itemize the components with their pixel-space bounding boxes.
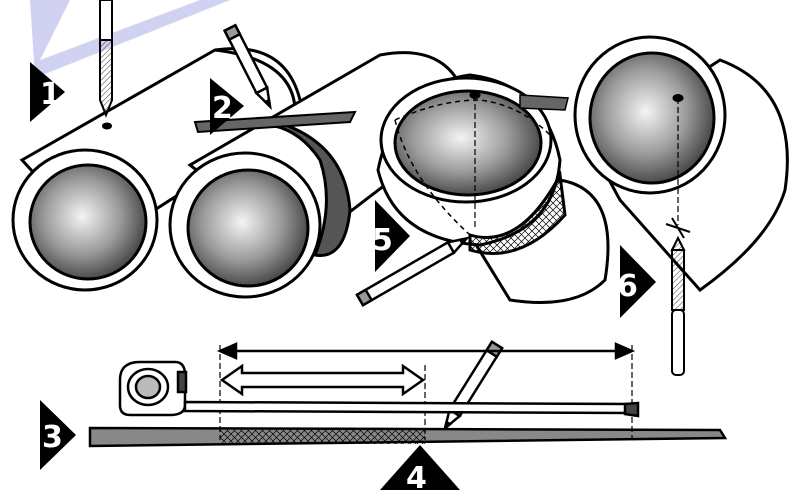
dimension-arrow-short — [219, 363, 426, 397]
pipe-5 — [376, 73, 610, 304]
step-marker-1: 1 — [30, 62, 65, 122]
step-number: 6 — [617, 269, 638, 304]
watermark-shape — [30, 0, 230, 78]
step-marker-4: 4 — [380, 445, 460, 490]
pipe-6 — [573, 35, 789, 293]
step-number: 4 — [406, 461, 427, 490]
step-number: 1 — [40, 77, 61, 112]
pencil-icon — [222, 23, 272, 110]
pencil-icon — [442, 340, 504, 432]
step-number: 2 — [212, 91, 233, 126]
pencil-icon — [355, 236, 470, 307]
pipe-2 — [168, 51, 472, 299]
paper-strip-icon — [88, 345, 728, 448]
step-marker-3: 3 — [40, 400, 76, 470]
tape-measure-icon — [118, 360, 640, 418]
step-marker-6: 6 — [617, 245, 656, 318]
drill-bit-icon — [99, 0, 113, 130]
step-marker-5: 5 — [372, 200, 410, 272]
paper-strip-icon — [193, 110, 357, 134]
step-marker-2: 2 — [210, 78, 244, 135]
step-number: 3 — [42, 420, 63, 455]
step-number: 5 — [372, 223, 393, 258]
drill-bit-icon — [670, 235, 686, 376]
dimension-arrow-long — [216, 342, 636, 360]
